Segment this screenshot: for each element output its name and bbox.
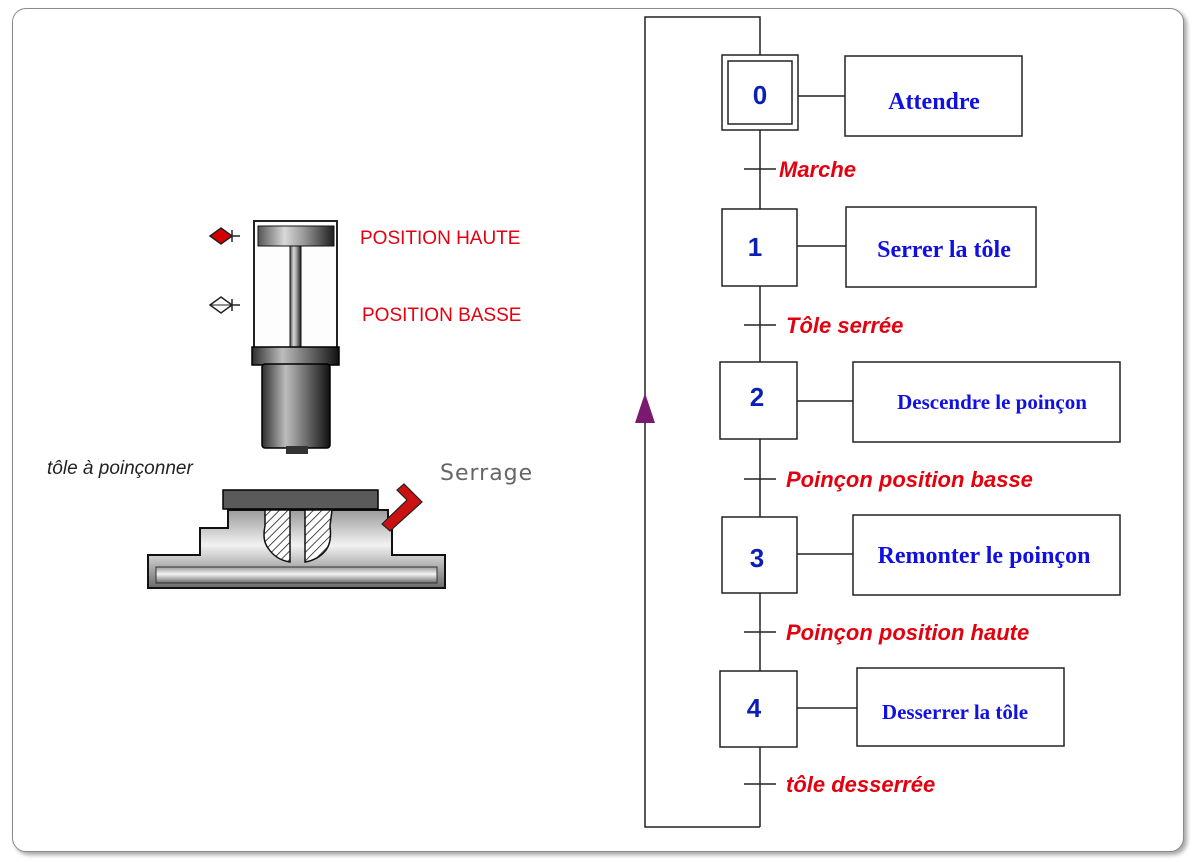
action-box: [845, 206, 1037, 288]
step-number: 0: [753, 80, 767, 110]
action-label: Desserrer la tôle: [882, 700, 1028, 724]
step-3: 3 Remonter le poinçon: [721, 514, 1121, 596]
transition-0: Marche: [744, 157, 856, 182]
sheet-label: tôle à poinçonner: [47, 458, 193, 479]
action-label: Serrer la tôle: [877, 237, 1011, 263]
sensor-high-icon: [208, 227, 240, 245]
step-4: 4 Desserrer la tôle: [719, 667, 1065, 748]
transition-label: Poinçon position haute: [786, 620, 1029, 645]
sensor-low-icon: [208, 296, 240, 314]
action-label: Remonter le poinçon: [878, 543, 1091, 569]
action-box: [856, 667, 1065, 747]
transition-3: Poinçon position haute: [744, 620, 1029, 645]
loop-back-line: [644, 16, 761, 828]
pneumatic-cylinder: [251, 220, 340, 454]
action-box: [844, 55, 1023, 137]
action-label: Attendre: [888, 89, 980, 115]
die-base: [147, 509, 446, 589]
clamp-icon: [381, 483, 423, 532]
action-label: Descendre le poinçon: [897, 390, 1087, 414]
step-number: 1: [748, 232, 762, 262]
action-box: [852, 514, 1121, 596]
transition-label: Marche: [779, 157, 856, 182]
transition-4: tôle desserrée: [744, 772, 935, 797]
step-number: 4: [747, 693, 762, 723]
loop-arrow-icon: [635, 393, 655, 423]
transition-label: Tôle serrée: [786, 313, 903, 338]
punch-mechanism: POSITION HAUTE POSITION BASSE tôle à poi…: [47, 220, 533, 589]
transition-1: Tôle serrée: [744, 313, 903, 338]
sensor-high-label: POSITION HAUTE: [360, 228, 520, 249]
transition-2: Poinçon position basse: [744, 467, 1033, 492]
transition-label: Poinçon position basse: [786, 467, 1033, 492]
step-0: 0 Attendre: [721, 54, 1023, 137]
metal-sheet: [222, 489, 379, 510]
sensor-low-label: POSITION BASSE: [362, 305, 521, 326]
clamp-label: Serrage: [440, 461, 533, 486]
step-number: 3: [750, 543, 764, 573]
grafcet: 0 Attendre Marche 1 Serrer la tôle Tôle …: [635, 16, 1121, 828]
transition-label: tôle desserrée: [786, 772, 935, 797]
action-box: [852, 361, 1121, 443]
step-number: 2: [750, 382, 764, 412]
step-1: 1 Serrer la tôle: [721, 206, 1037, 288]
step-2: 2 Descendre le poinçon: [719, 361, 1121, 443]
